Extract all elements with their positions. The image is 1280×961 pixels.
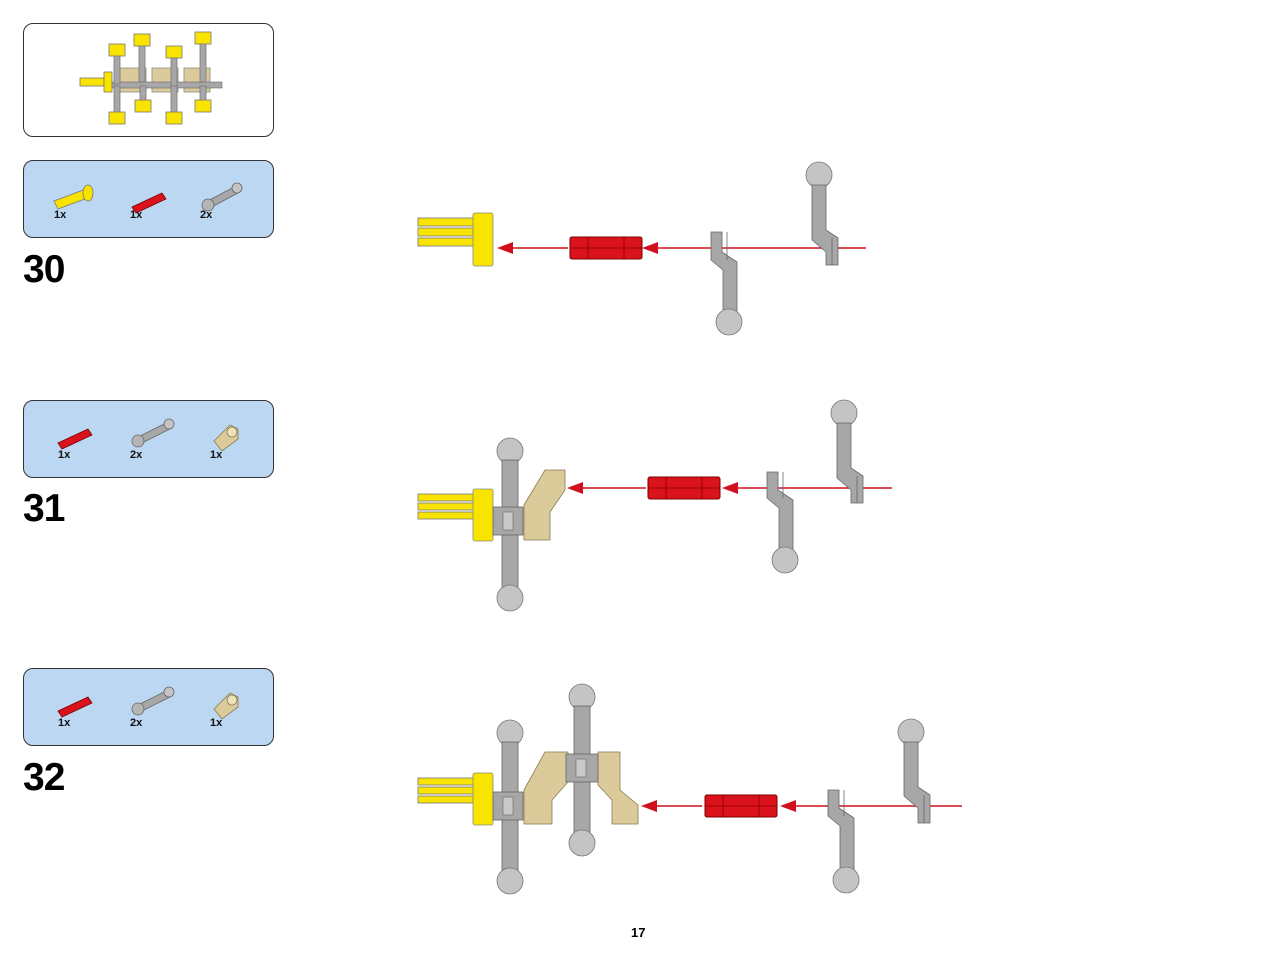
assembled-crank-step-31 (417, 437, 566, 612)
tan-connector-icon (213, 424, 239, 452)
step-number-31: 31 (23, 487, 65, 530)
gray-crank-arm-icon (131, 686, 175, 716)
step-number-32: 32 (23, 756, 65, 799)
parts-list-step-30: 1x 1x 2x (23, 160, 274, 238)
part-qty-yellow-axle-pin: 1x (54, 209, 67, 221)
part-qty-red-axle: 1x (130, 209, 143, 221)
step-number-30: 30 (23, 248, 65, 291)
gray-crank-arm-part-b (830, 399, 864, 504)
parts-list-step-32: 1x 2x 1x (23, 668, 274, 746)
gray-crank-arm-part-b (897, 718, 931, 824)
page-number: 17 (631, 925, 646, 940)
red-axle-icon (131, 192, 167, 214)
red-axle-part (647, 476, 721, 500)
submodel-preview-box (23, 23, 274, 137)
part-qty-tan-connector: 1x (210, 449, 223, 461)
gray-crank-arm-part-a (710, 231, 743, 336)
part-qty-red-axle: 1x (58, 717, 71, 729)
red-axle-icon (57, 428, 93, 450)
yellow-axle-pin-part (417, 212, 494, 267)
assembled-crank-step-32 (417, 683, 639, 895)
part-qty-gray-crank-arm: 2x (200, 209, 213, 221)
crankshaft-preview-image (79, 31, 223, 125)
gray-crank-arm-part-a (766, 471, 799, 574)
gray-crank-arm-part-b (805, 161, 839, 266)
part-qty-red-axle: 1x (58, 449, 71, 461)
gray-crank-arm-icon (131, 418, 175, 448)
red-axle-part (569, 236, 643, 260)
tan-connector-icon (213, 692, 239, 720)
parts-list-step-31: 1x 2x 1x (23, 400, 274, 478)
yellow-axle-pin-icon (53, 184, 94, 210)
part-qty-gray-crank-arm: 2x (130, 717, 143, 729)
red-axle-part (704, 794, 778, 818)
part-qty-gray-crank-arm: 2x (130, 449, 143, 461)
part-qty-tan-connector: 1x (210, 717, 223, 729)
gray-crank-arm-part-a (827, 789, 860, 894)
red-axle-icon (57, 696, 93, 718)
gray-crank-arm-icon (201, 182, 243, 212)
